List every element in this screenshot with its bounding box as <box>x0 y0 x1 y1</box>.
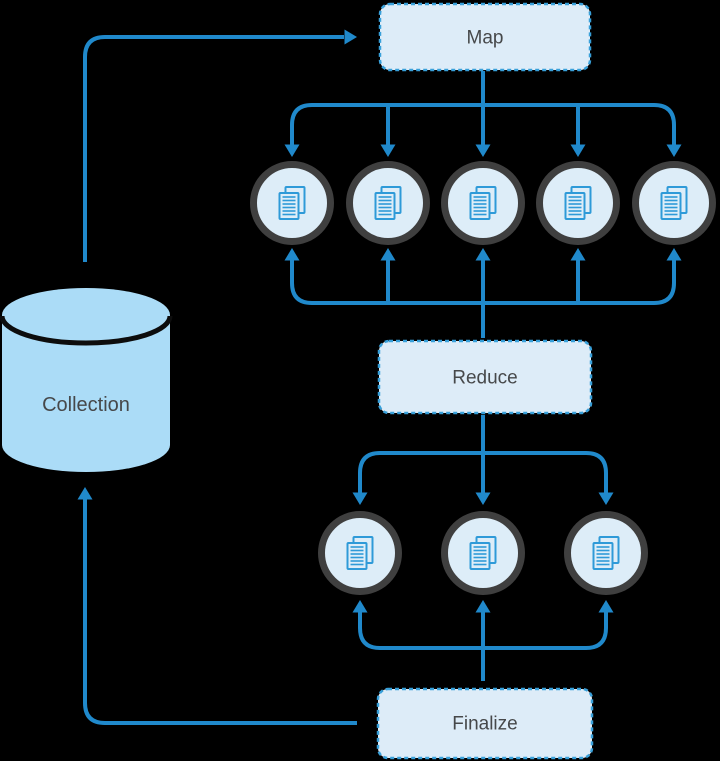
map-output-doc-circle <box>346 161 430 245</box>
finalize-box <box>376 687 594 760</box>
collection-label: Collection <box>42 394 130 416</box>
arrowhead-down-icon <box>380 144 396 157</box>
finalize-label: Finalize <box>452 714 517 735</box>
arrowhead-down-icon <box>352 492 368 505</box>
arrow-collection-to-map <box>83 29 357 262</box>
map-output-doc-circle <box>250 161 334 245</box>
reduce-output-doc-circle <box>441 511 525 595</box>
reduce-label: Reduce <box>452 368 518 389</box>
map-box <box>378 2 592 72</box>
reduce-output-doc-circle <box>318 511 402 595</box>
arrowhead-down-icon <box>570 144 586 157</box>
reduce-box <box>377 339 593 415</box>
database-cylinder-icon <box>2 288 170 472</box>
cylinder-top-rim <box>0 315 173 346</box>
finalize-stage: Finalize <box>376 687 594 760</box>
fanin-documents-to-finalize <box>352 600 614 681</box>
arrowhead-down-icon <box>666 144 682 157</box>
collection-database: Collection <box>0 288 173 472</box>
arrowhead-up-icon <box>77 487 93 500</box>
arrowhead-up-icon <box>284 248 300 261</box>
map-output-documents <box>250 161 716 245</box>
map-stage: Map <box>378 2 592 72</box>
arrowhead-down-icon <box>284 144 300 157</box>
arrowhead-up-icon <box>666 248 682 261</box>
arrowhead-up-icon <box>570 248 586 261</box>
arrowhead-down-icon <box>475 492 491 505</box>
reduce-stage: Reduce <box>377 339 593 415</box>
reduce-output-doc-circle <box>564 511 648 595</box>
arrowhead-right-icon <box>344 29 357 45</box>
reduce-output-documents <box>318 511 648 595</box>
fanout-map-to-documents <box>284 71 682 157</box>
arrowhead-up-icon <box>380 248 396 261</box>
arrow-finalize-to-collection <box>77 487 357 725</box>
arrowhead-up-icon <box>475 600 491 613</box>
map-output-doc-circle <box>536 161 620 245</box>
arrowhead-up-icon <box>475 248 491 261</box>
arrowhead-down-icon <box>475 144 491 157</box>
arrowhead-up-icon <box>352 600 368 613</box>
fanin-documents-to-reduce <box>284 248 682 338</box>
arrowhead-up-icon <box>598 600 614 613</box>
map-output-doc-circle <box>441 161 525 245</box>
map-output-doc-circle <box>632 161 716 245</box>
arrowhead-down-icon <box>598 492 614 505</box>
fanout-reduce-to-documents <box>352 415 614 505</box>
map-label: Map <box>467 28 504 49</box>
